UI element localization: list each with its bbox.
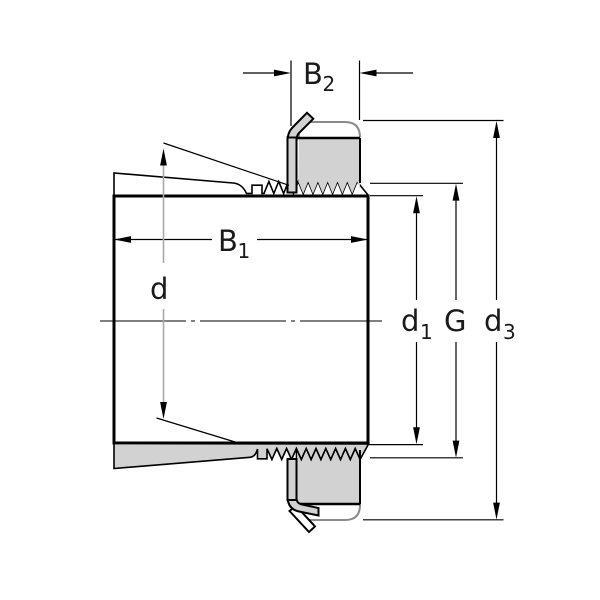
dim-label-b2-sub: 2 xyxy=(323,72,336,96)
dim-b2: B 2 xyxy=(243,57,413,126)
dim-g-arrow-down xyxy=(452,440,460,458)
dim-label-b1: B xyxy=(218,224,238,258)
bore-rectangle xyxy=(112,194,370,445)
dim-g: G xyxy=(370,182,466,459)
dim-label-d3: d xyxy=(484,304,502,338)
sleeve-upper-outline xyxy=(113,172,370,197)
nut-upper-body xyxy=(298,138,360,194)
dim-g-arrow-up xyxy=(452,183,460,201)
dim-label-d1: d xyxy=(401,304,419,338)
taper-line-lower xyxy=(156,417,241,445)
dim-d1-arrow-up xyxy=(413,196,420,214)
lock-washer-upper xyxy=(286,111,315,194)
nut-upper-chamfer-band xyxy=(298,121,361,138)
washer-upper-strip xyxy=(286,136,298,194)
dim-label-d1-sub: 1 xyxy=(420,320,433,344)
dim-d-arrow-up xyxy=(160,148,167,166)
washer-lower-strip xyxy=(286,458,298,501)
sleeve-lower-section xyxy=(113,442,370,505)
dim-b1: B 1 xyxy=(114,224,368,263)
dim-label-g: G xyxy=(444,304,466,338)
dim-d: d xyxy=(150,148,168,419)
bore-outline xyxy=(112,194,370,445)
lock-nut-upper xyxy=(296,121,361,194)
dim-d1-arrow-down xyxy=(413,427,420,445)
dim-d1: d 1 xyxy=(369,195,433,446)
dim-label-b1-sub: 1 xyxy=(238,239,251,263)
dim-label-b2: B xyxy=(303,57,323,91)
dim-d3-arrow-up xyxy=(493,121,500,138)
lock-washer-lower xyxy=(286,458,320,534)
taper-line-upper xyxy=(163,142,290,186)
sleeve-lower-wedge-and-thread xyxy=(113,442,370,470)
dim-b1-arrow-right xyxy=(351,236,368,243)
dim-label-d3-sub: 3 xyxy=(503,320,516,344)
dim-b2-arrow-left xyxy=(274,69,291,77)
dim-d3-arrow-down xyxy=(493,502,500,520)
dim-b2-arrow-right xyxy=(359,69,377,77)
dim-label-d: d xyxy=(150,272,168,306)
dim-d3: d 3 xyxy=(363,119,516,521)
dim-b1-arrow-left xyxy=(114,236,131,243)
dim-d-arrow-down xyxy=(160,402,167,419)
